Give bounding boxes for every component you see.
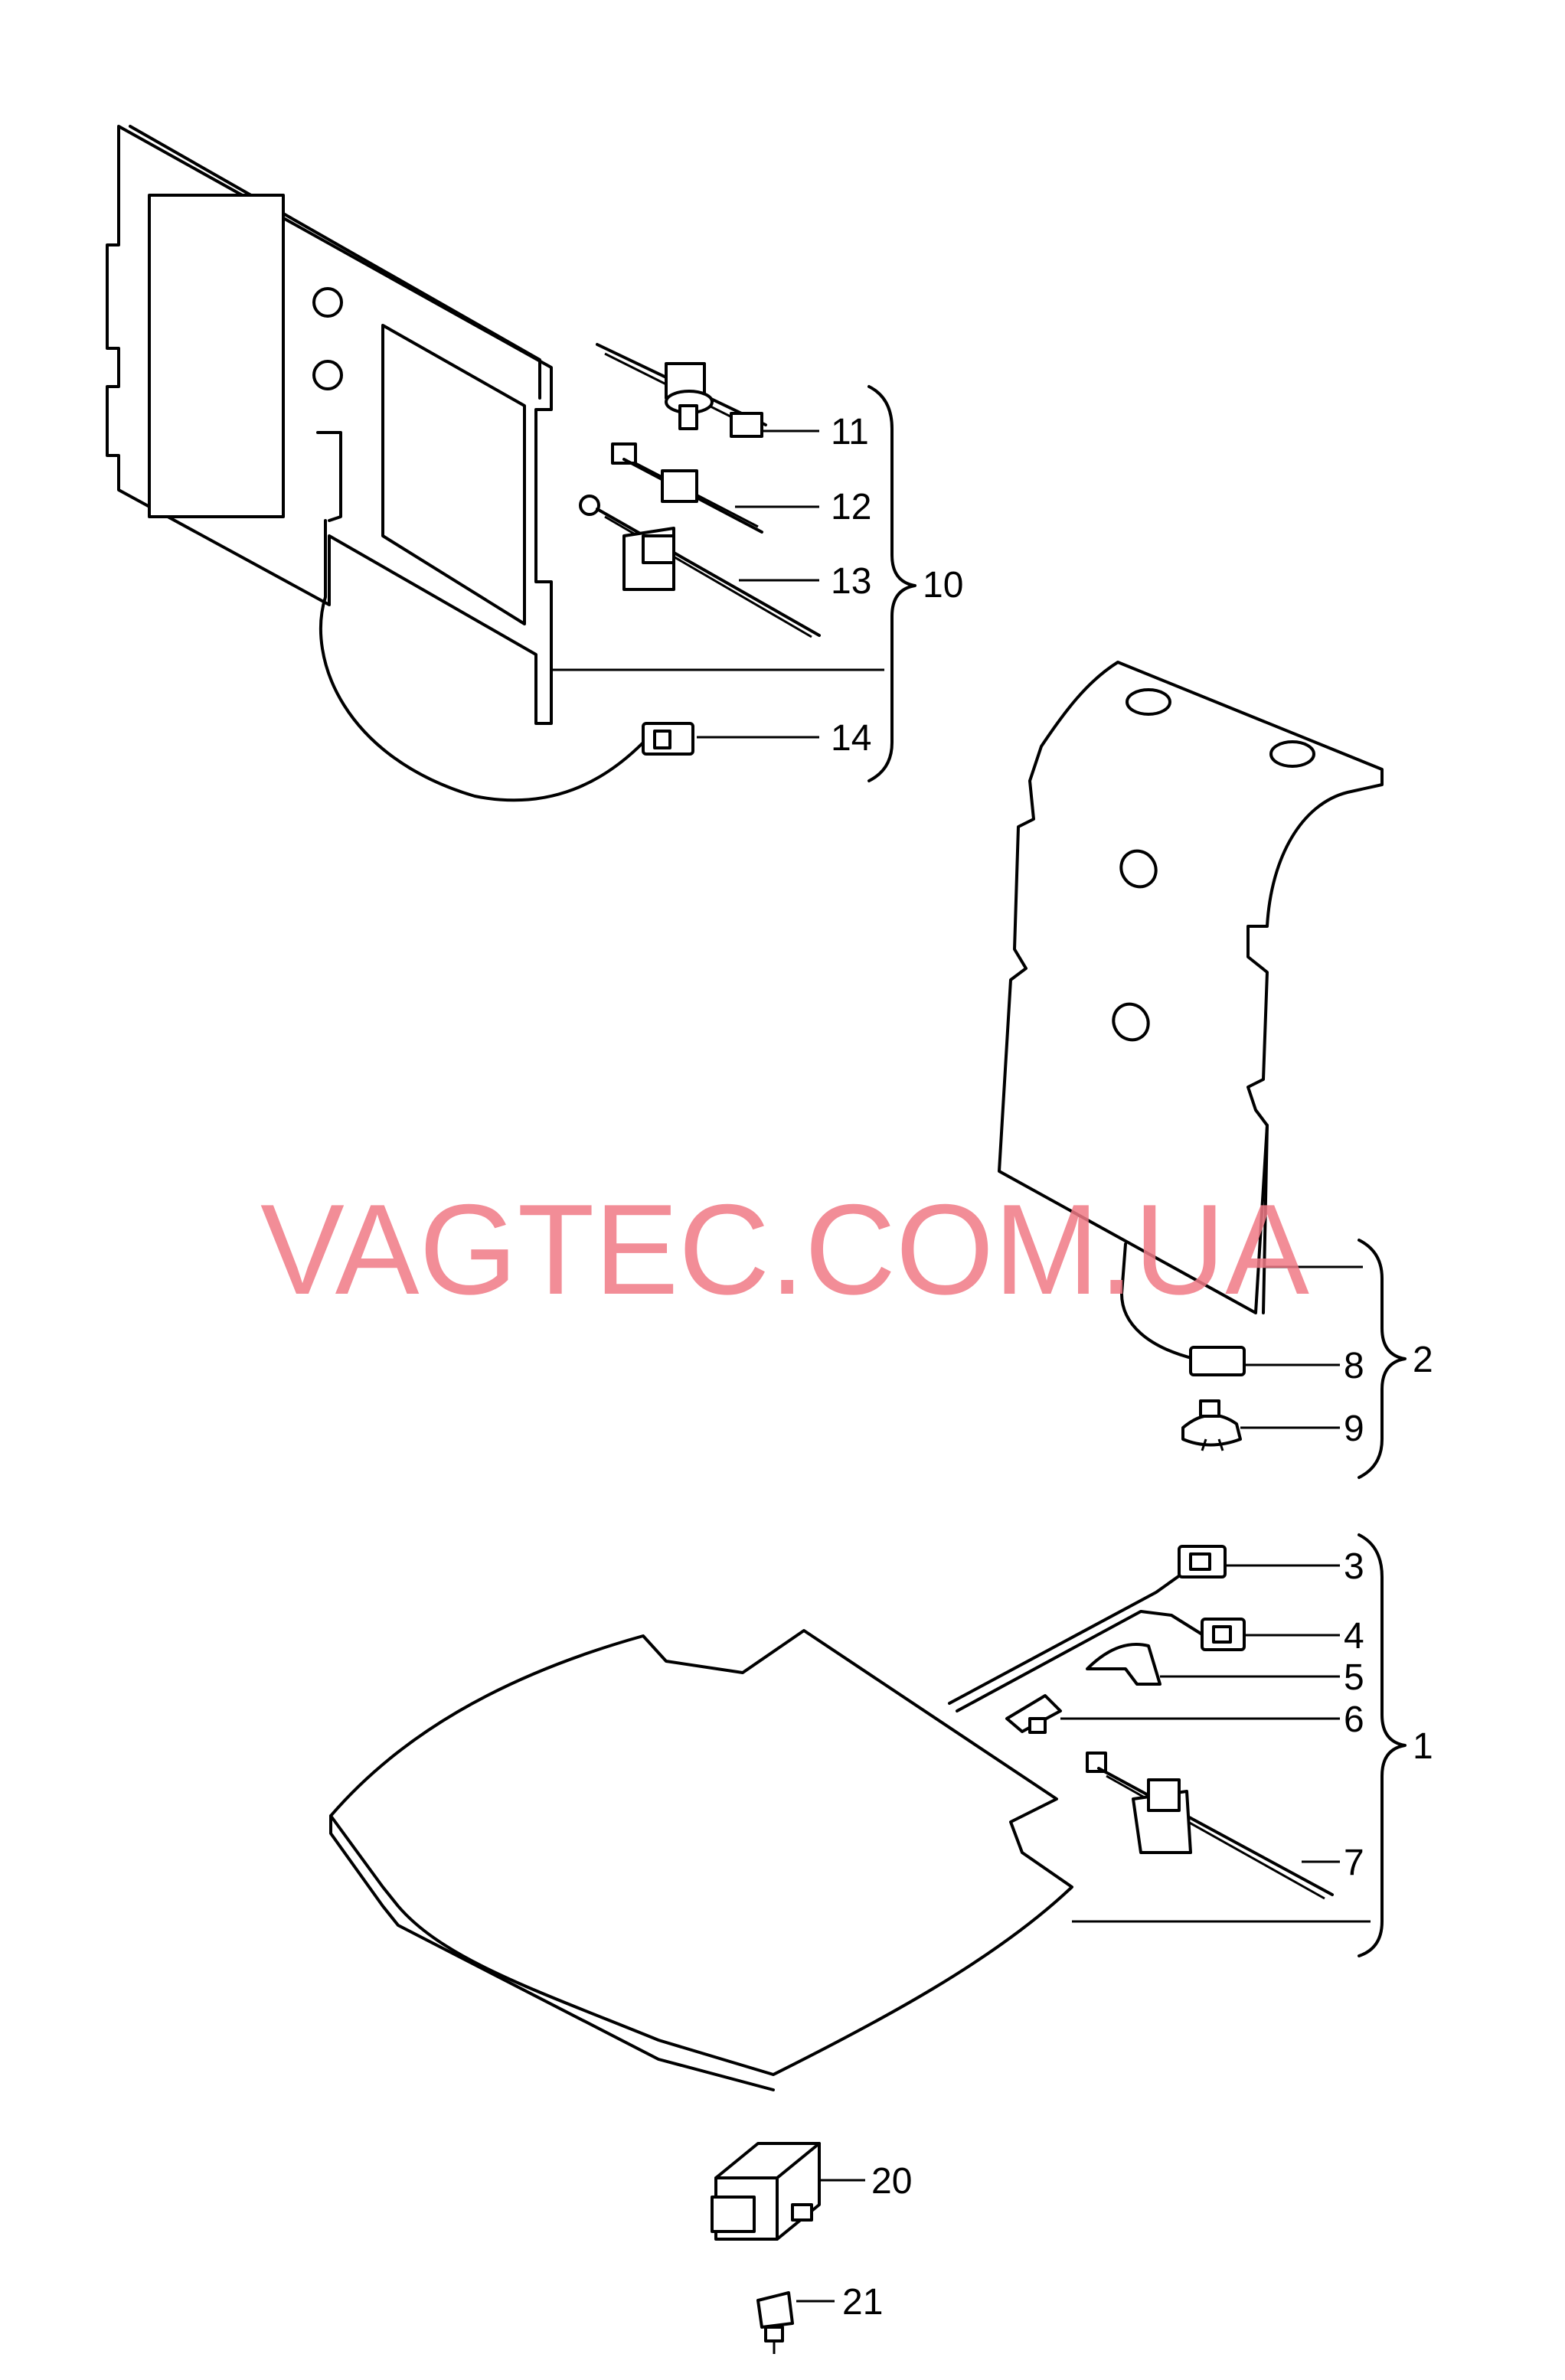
callout-13: 13 bbox=[831, 561, 871, 602]
brace-10 bbox=[867, 385, 916, 782]
cable-tie-12 bbox=[611, 442, 763, 534]
callout-3: 3 bbox=[1344, 1546, 1364, 1587]
retainer-clip-5 bbox=[1086, 1643, 1161, 1686]
cable-tie-clip-11 bbox=[596, 343, 767, 438]
cushion-wire-a bbox=[948, 1572, 1184, 1705]
clip-9 bbox=[1181, 1399, 1242, 1451]
callout-2: 2 bbox=[1413, 1340, 1433, 1380]
backrest-heating-element bbox=[998, 661, 1384, 1314]
control-unit-20 bbox=[711, 2142, 821, 2241]
brace-2 bbox=[1358, 1239, 1407, 1479]
element-wire bbox=[1120, 1242, 1196, 1360]
backrest-heating-mat bbox=[106, 125, 553, 725]
watermark-text: VAGTEC.COM.UA bbox=[260, 1177, 1309, 1321]
seat-cushion-heating-mat bbox=[329, 1629, 1073, 2091]
adhesive-strip-6 bbox=[1005, 1694, 1062, 1734]
mat-connector bbox=[642, 722, 694, 756]
leader-lines-mid bbox=[1240, 1265, 1363, 1429]
element-connector-8 bbox=[1189, 1346, 1246, 1376]
callout-7: 7 bbox=[1344, 1843, 1364, 1883]
callout-14: 14 bbox=[831, 718, 871, 759]
mat-heating-wire bbox=[319, 519, 645, 802]
callout-11: 11 bbox=[831, 412, 869, 452]
connector-4 bbox=[1201, 1618, 1246, 1651]
cushion-wire-b bbox=[956, 1610, 1204, 1712]
callout-5: 5 bbox=[1344, 1657, 1364, 1698]
brace-1 bbox=[1358, 1533, 1407, 1957]
callout-4: 4 bbox=[1344, 1616, 1364, 1657]
cable-tie-clip-7 bbox=[1086, 1752, 1334, 1900]
cable-tie-clip-13 bbox=[579, 495, 821, 638]
callout-6: 6 bbox=[1344, 1699, 1364, 1740]
callout-21: 21 bbox=[842, 2282, 883, 2323]
callout-10: 10 bbox=[923, 565, 963, 606]
leader-lines-bottom bbox=[1060, 1564, 1371, 1923]
leader-lines-top bbox=[551, 429, 884, 739]
callout-12: 12 bbox=[831, 487, 871, 527]
callout-20: 20 bbox=[871, 2161, 912, 2202]
connector-3 bbox=[1178, 1545, 1227, 1579]
clip-21 bbox=[756, 2291, 794, 2354]
callout-1: 1 bbox=[1413, 1726, 1433, 1767]
callout-9: 9 bbox=[1344, 1409, 1364, 1449]
callout-8: 8 bbox=[1344, 1346, 1364, 1386]
